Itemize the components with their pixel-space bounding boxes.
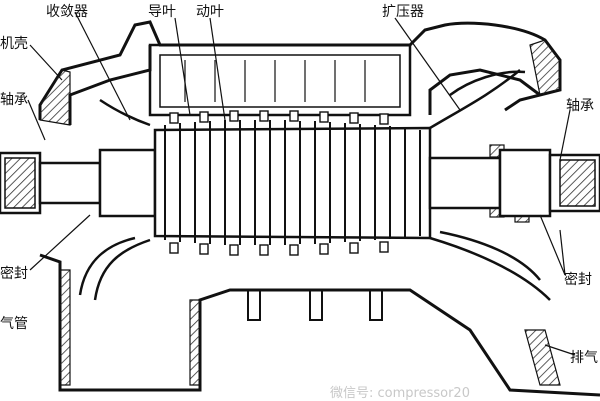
leader-lines xyxy=(27,11,576,356)
left-bearing xyxy=(4,157,36,209)
label-intake-pipe: 气管 xyxy=(0,316,28,332)
watermark: 微信号: compressor20 xyxy=(330,386,470,401)
label-shell: 机壳 xyxy=(0,36,28,52)
label-collector: 收敛器 xyxy=(46,4,88,20)
label-diffuser: 扩压器 xyxy=(382,4,424,20)
label-guide-vane: 导叶 xyxy=(148,4,176,20)
right-bearing xyxy=(559,159,596,207)
guide-vanes xyxy=(169,110,389,256)
label-seal-right: 密封 xyxy=(564,272,592,288)
casing-hatching xyxy=(39,39,561,386)
label-bearing-left: 轴承 xyxy=(0,92,28,108)
rotor-blades xyxy=(164,120,421,245)
label-seal-left: 密封 xyxy=(0,266,28,282)
diffuser xyxy=(429,69,551,301)
collector-inlet xyxy=(78,98,151,301)
label-exhaust: 排气 xyxy=(570,350,598,366)
label-rotor-blade: 动叶 xyxy=(196,4,224,20)
struts xyxy=(247,289,383,321)
label-bearing-right: 轴承 xyxy=(566,98,594,114)
stator-box-ribs xyxy=(184,60,366,102)
